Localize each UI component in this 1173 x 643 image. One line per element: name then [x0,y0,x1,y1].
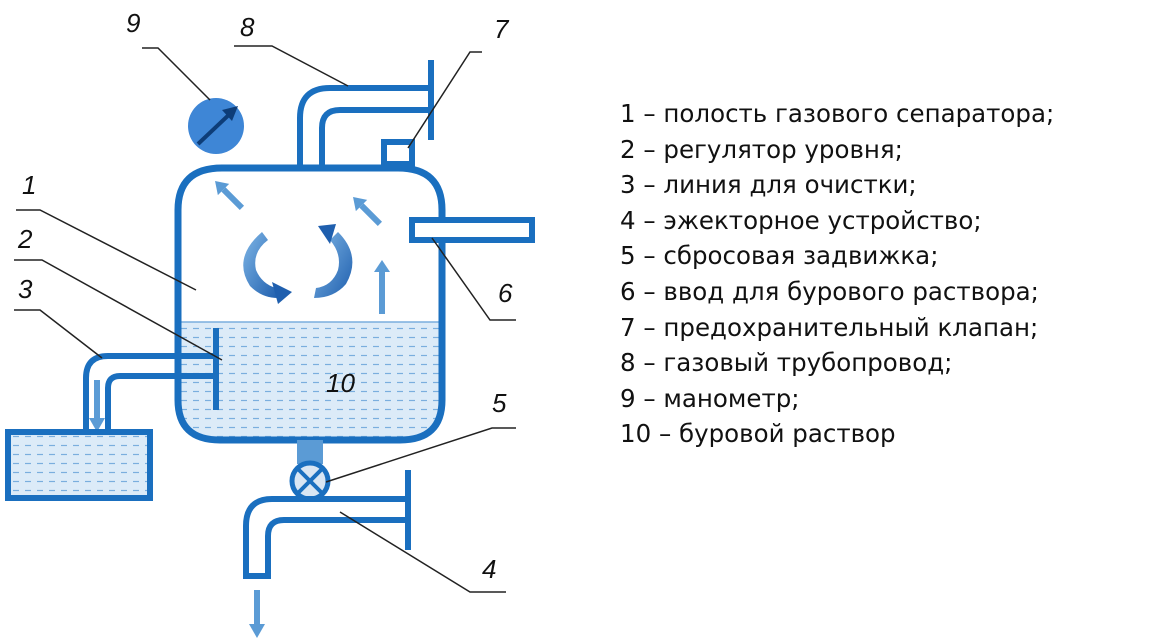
callout-7: 7 [494,14,510,44]
callout-9: 9 [126,8,140,38]
legend-item: 1 – полость газового сепаратора; [620,99,1055,128]
callout-4: 4 [482,554,496,584]
legend-item: 6 – ввод для бурового раствора; [620,276,1039,306]
discharge-neck [297,440,323,464]
cleaning-flow-arrow [89,380,105,432]
swirl-flow-icon [243,224,353,304]
gas-pipeline [297,60,434,168]
callout-3: 3 [18,274,33,304]
cleaning-line [83,353,216,430]
callout-1: 1 [22,170,36,200]
legend-item: 4 – эжекторное устройство; [620,205,982,235]
discharge-flow-arrow [249,590,265,638]
drilling-fluid-level [178,321,442,440]
legend-item: 9 – манометр; [620,383,800,413]
safety-valve [381,139,415,167]
callout-5: 5 [492,388,507,418]
legend-item: 3 – линия для очистки; [620,170,917,200]
leader-lines [14,45,516,593]
callout-2: 2 [17,224,33,254]
legend-item: 5 – сбросовая задвижка; [620,241,939,271]
gas-flow-arrows [215,181,390,314]
legend-list: 1 – полость газового сепаратора; 2 – рег… [620,96,1160,452]
separator-diagram: 9 8 7 1 2 3 6 10 5 4 [5,8,535,638]
gate-valve [289,460,331,502]
legend-item: 8 – газовый трубопровод; [620,348,953,378]
legend-item: 2 – регулятор уровня; [620,134,903,164]
callout-8: 8 [240,12,255,42]
manometer [188,98,244,154]
legend-item: 7 – предохранительный клапан; [620,312,1039,342]
collection-tank [5,429,153,501]
separator-vessel [174,164,446,444]
callout-6: 6 [498,278,513,308]
callout-10: 10 [326,368,355,398]
legend-item: 10 – буровой раствор [620,419,896,449]
drilling-fluid-inlet [409,217,535,243]
ejector-device [243,470,411,579]
